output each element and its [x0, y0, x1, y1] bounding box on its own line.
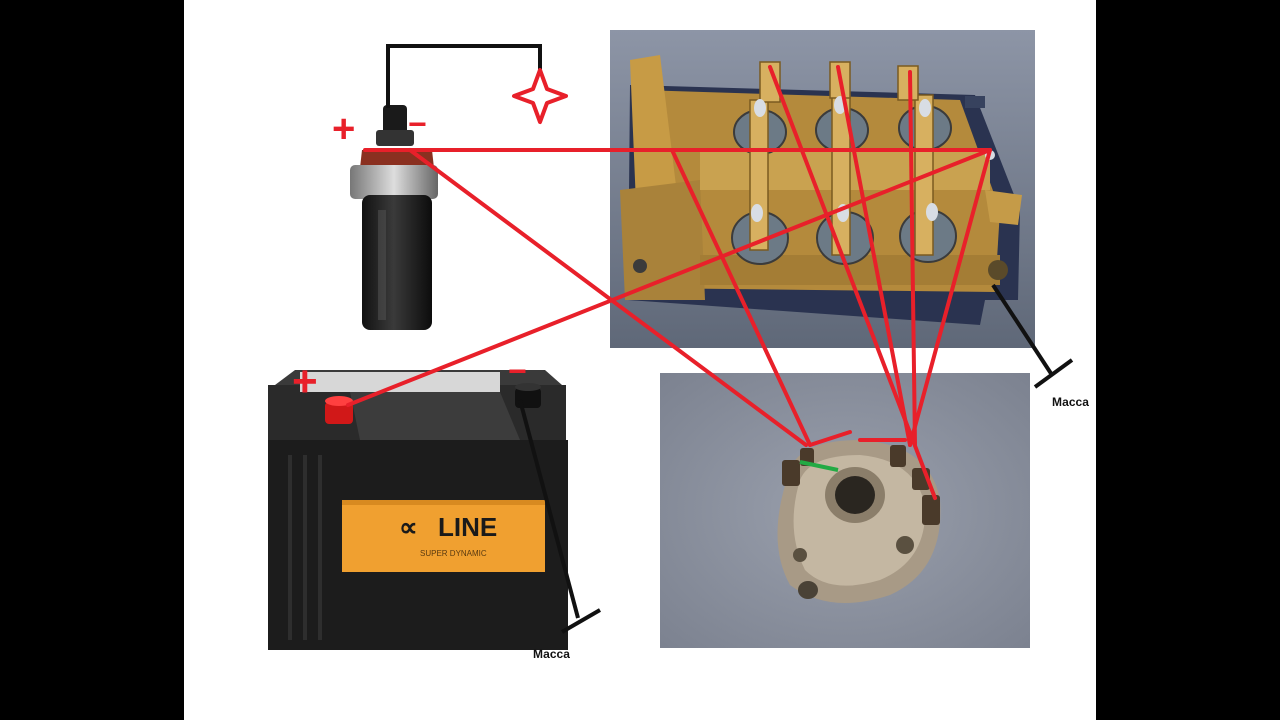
relay-block: [610, 30, 1035, 348]
distributor: [660, 373, 1030, 648]
ground-symbol-battery: [560, 608, 602, 634]
wire-distributor-links: [808, 430, 907, 447]
ignition-coil: [350, 105, 438, 330]
signal-wire: [799, 460, 839, 472]
spark-icon: [512, 68, 568, 124]
battery-brand: LINE: [438, 512, 497, 542]
coil-plus-marker: +: [332, 107, 355, 151]
ground-wire-block: [991, 283, 1054, 377]
battery-brand-prefix: ∝: [399, 512, 418, 542]
letterbox-right: [1096, 0, 1280, 720]
ground-label-bottom: Масса: [533, 647, 570, 661]
wire-relay3: [908, 70, 917, 447]
wire-relay2: [836, 65, 912, 447]
ground-symbol-block: [1033, 358, 1074, 389]
ground-wires: [518, 283, 1074, 634]
wire-coil-to-distributor: [408, 148, 808, 447]
battery-minus-marker: −: [508, 353, 527, 389]
wire-block-to-battery: [346, 148, 992, 407]
battery: [268, 370, 568, 650]
letterbox-left: [0, 0, 184, 720]
ground-label-right: Масса: [1052, 395, 1089, 409]
coil-output-wire: [386, 44, 542, 108]
battery-plus-marker: +: [292, 357, 318, 406]
wire-relay4: [670, 148, 812, 447]
wire-block-to-contact-a: [908, 148, 992, 447]
red-wiring: [346, 65, 992, 500]
battery-subtitle: SUPER DYNAMIC: [420, 549, 487, 558]
coil-minus-marker: −: [408, 106, 427, 142]
ground-wire-battery: [518, 399, 580, 619]
